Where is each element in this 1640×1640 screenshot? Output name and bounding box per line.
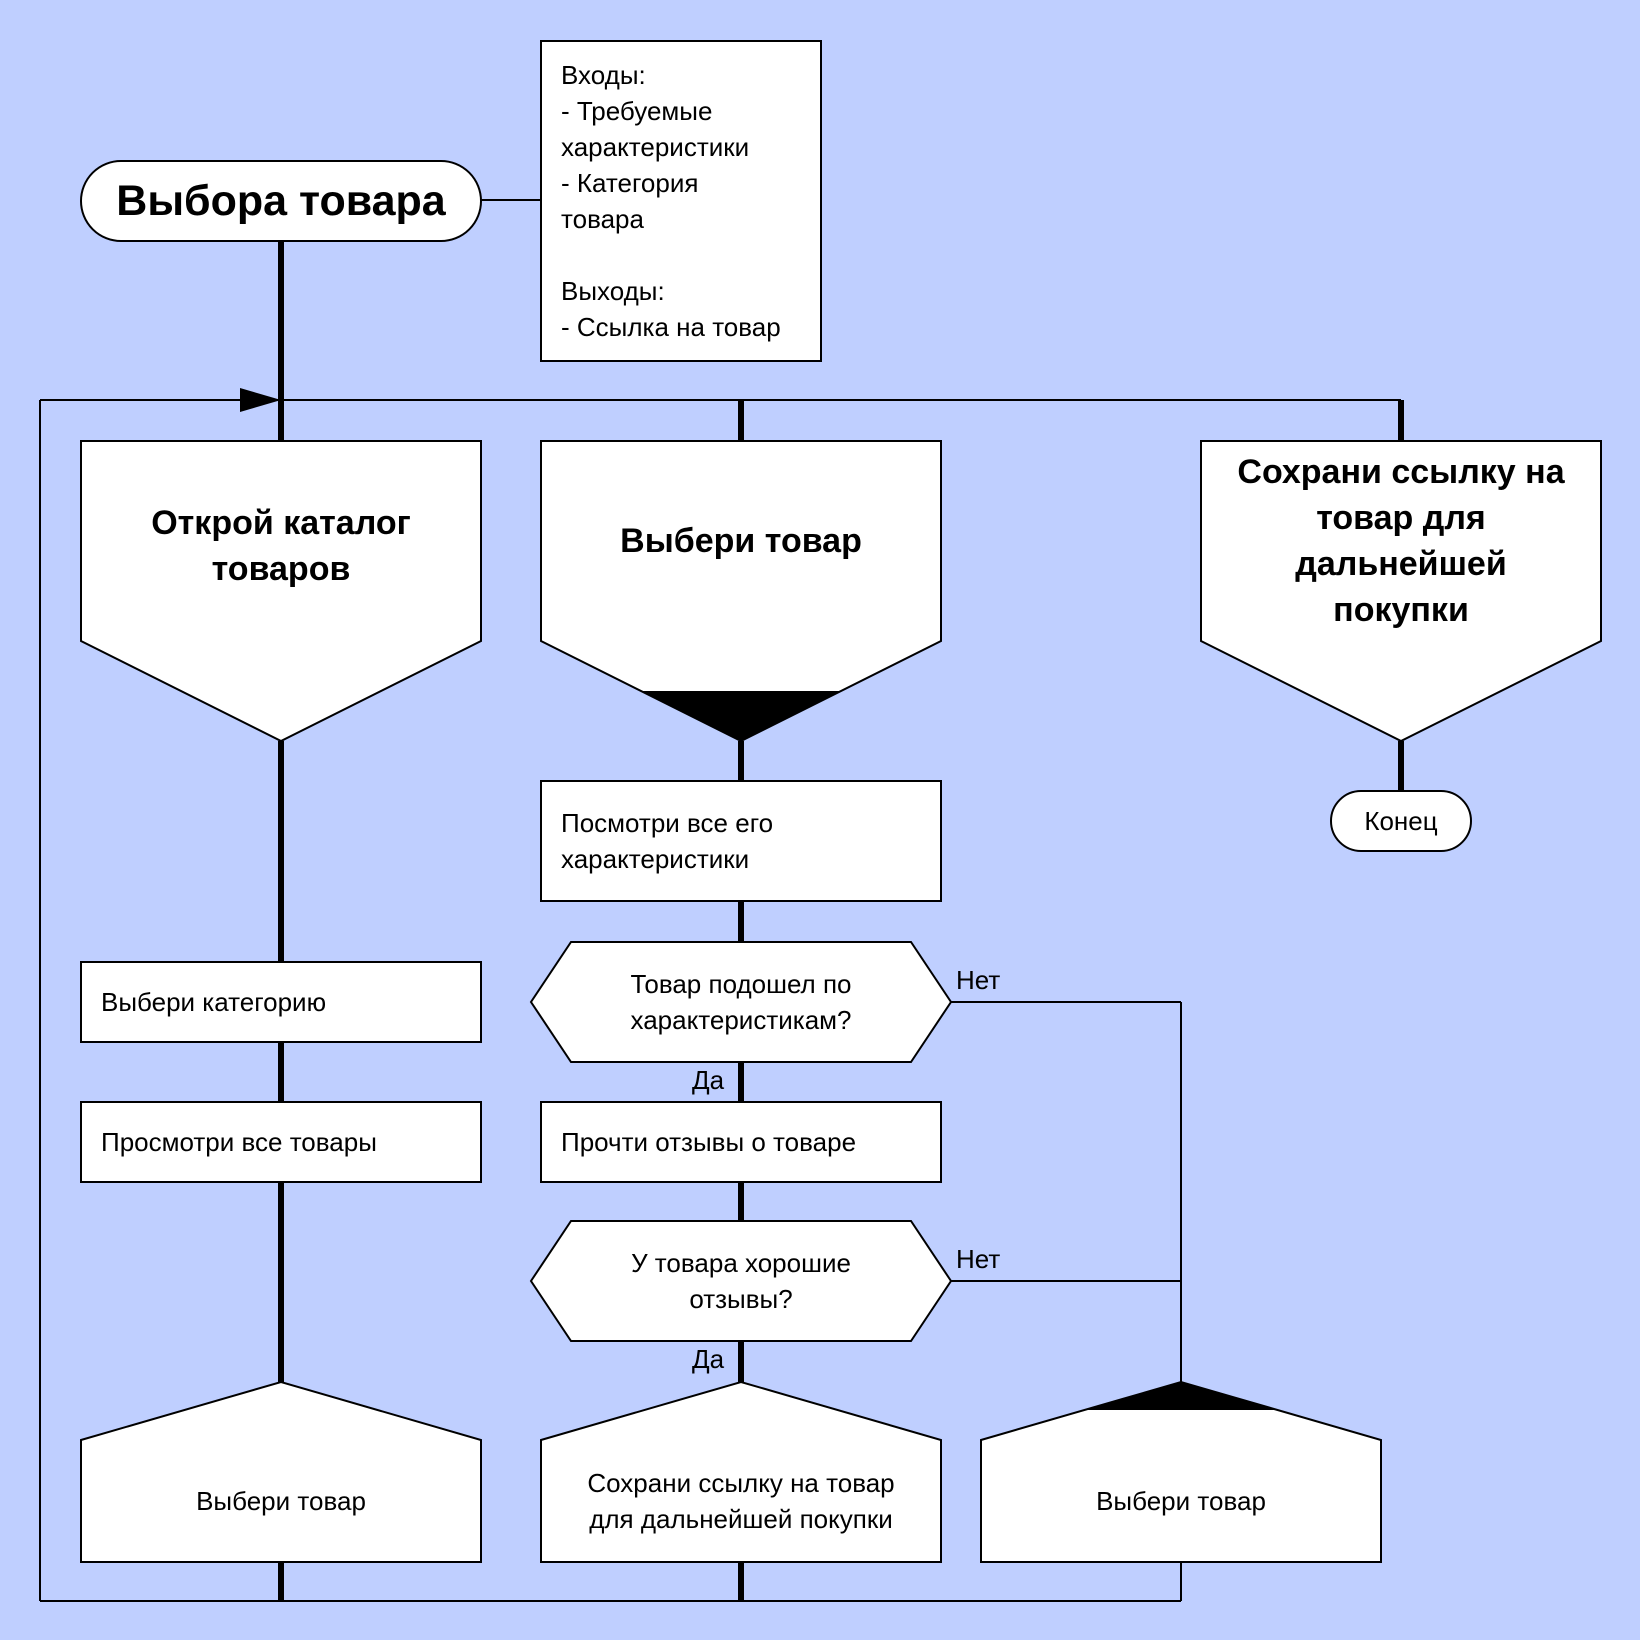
title-terminator-shape <box>80 160 482 242</box>
end-label: Конец <box>1364 805 1438 836</box>
left-header-shape <box>80 440 482 743</box>
io-note-shape <box>540 40 822 362</box>
choose-product-right-label: Выбери товар <box>1096 1486 1266 1516</box>
view-all-products-box <box>80 1101 482 1183</box>
label-no-2: Нет <box>956 1243 1001 1274</box>
left-header-label: Открой каталог товаров <box>151 504 411 588</box>
label-no-1: Нет <box>956 964 1001 995</box>
page-title: Выбора товара <box>116 176 446 225</box>
decision-reviews-shape <box>529 1220 953 1342</box>
decision-characteristics-shape <box>529 941 953 1063</box>
read-reviews-box <box>540 1101 942 1183</box>
choose-product-left-label: Выбери товар <box>196 1486 366 1516</box>
right-header-shape <box>1200 440 1602 743</box>
middle-header-label: Выбери товар <box>620 522 862 560</box>
save-link-shape <box>540 1380 942 1563</box>
end-terminator-shape <box>1330 790 1472 852</box>
choose-category-label: Выбери категорию <box>101 987 327 1017</box>
choose-category-box <box>80 961 482 1043</box>
middle-header-marker <box>641 691 841 741</box>
decision-characteristics-label: Товар подошел по характеристикам? <box>630 969 852 1035</box>
label-yes-2: Да <box>692 1343 725 1374</box>
io-note: Входы: - Требуемые характеристики - Кате… <box>561 60 781 342</box>
read-reviews-label: Прочти отзывы о товаре <box>561 1127 857 1157</box>
view-all-products-label: Просмотри все товары <box>101 1127 377 1157</box>
feedback-arrow-head <box>240 388 281 412</box>
view-characteristics-box <box>540 780 942 902</box>
view-characteristics-label: Посмотри все его характеристики <box>561 808 774 874</box>
save-link-label: Сохрани ссылку на товар для дальнейшей п… <box>587 1468 895 1534</box>
choose-product-left-shape <box>80 1380 482 1563</box>
choose-product-right-shape <box>980 1380 1382 1563</box>
decision-reviews-label: У товара хорошие отзывы? <box>631 1248 851 1314</box>
right-header-label: Сохрани ссылку на товар для дальнейшей п… <box>1237 453 1565 629</box>
choose-product-right-marker <box>1086 1382 1276 1410</box>
label-yes-1: Да <box>692 1064 725 1095</box>
